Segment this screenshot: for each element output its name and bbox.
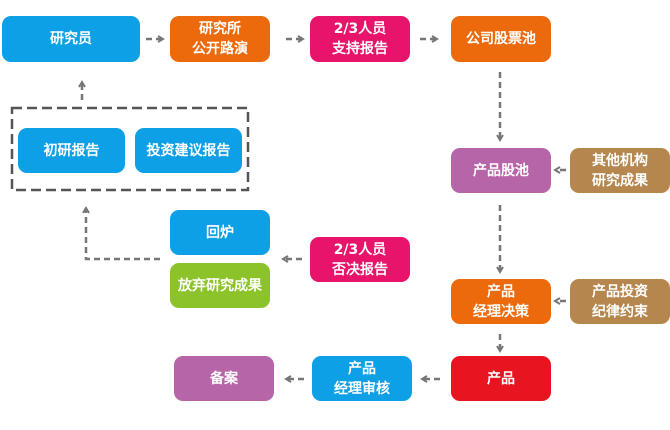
node-investment-report: 投资建议报告 [135, 128, 242, 173]
node-manager-decision: 产品 经理决策 [451, 279, 551, 324]
node-other-research: 其他机构 研究成果 [570, 148, 670, 193]
node-company-pool: 公司股票池 [451, 16, 551, 62]
node-filing: 备案 [174, 356, 274, 401]
node-abandon: 放弃研究成果 [170, 263, 270, 308]
node-initial-report: 初研报告 [18, 128, 125, 173]
node-return: 回炉 [170, 210, 270, 255]
arrow-return-to-reports [82, 206, 160, 261]
node-product: 产品 [451, 356, 551, 401]
node-institute-roadshow: 研究所 公开路演 [170, 16, 270, 62]
node-support-report: 2/3人员 支持报告 [310, 16, 410, 62]
node-product-pool: 产品股池 [451, 148, 551, 193]
node-reject-report: 2/3人员 否决报告 [310, 237, 410, 282]
node-researcher: 研究员 [2, 16, 140, 62]
report-group-frame [10, 106, 250, 192]
node-manager-review: 产品 经理审核 [312, 356, 412, 401]
node-investment-discipline: 产品投资 纪律约束 [570, 279, 670, 324]
